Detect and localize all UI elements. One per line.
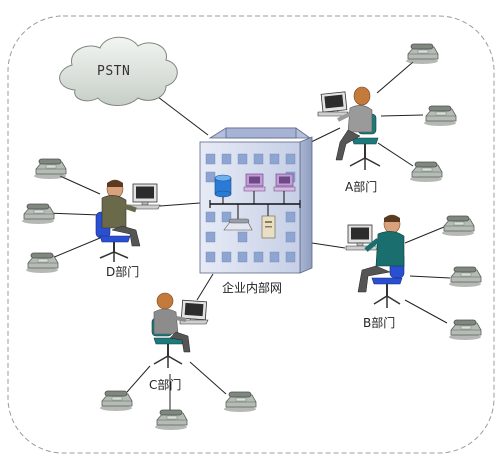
server-tower-icon	[261, 204, 276, 239]
workstation-icon	[273, 173, 296, 204]
phone-icon	[448, 266, 482, 288]
phone-icon	[448, 319, 482, 341]
phone-icon	[409, 161, 443, 183]
network-label: 企业内部网	[222, 281, 283, 295]
pstn-cloud	[59, 36, 178, 106]
phone-icon	[33, 158, 67, 180]
dept-a-workstation	[317, 86, 381, 170]
phone-icon	[99, 390, 133, 412]
dept-b-label: B部门	[363, 316, 396, 330]
phone-icon	[21, 203, 55, 225]
phone-icon	[25, 252, 59, 274]
dept-d-label: D部门	[106, 265, 140, 279]
phone-icon	[405, 43, 439, 65]
enterprise-building	[199, 127, 313, 274]
workstation-icon	[243, 173, 266, 204]
connection-lines	[45, 61, 451, 412]
network-boundary	[7, 15, 495, 454]
server-icon	[214, 174, 232, 204]
dept-c-workstation	[151, 292, 209, 368]
pbx-phone-icon	[223, 204, 253, 231]
phone-icon	[223, 391, 257, 413]
dept-d-workstation	[95, 179, 161, 262]
dept-b-workstation	[345, 214, 405, 308]
phone-icon	[154, 409, 188, 431]
dept-c-label: C部门	[149, 378, 182, 392]
phone-icon	[423, 105, 457, 127]
dept-a-label: A部门	[345, 180, 378, 194]
phone-icon	[441, 215, 475, 237]
pstn-label: PSTN	[97, 64, 131, 79]
